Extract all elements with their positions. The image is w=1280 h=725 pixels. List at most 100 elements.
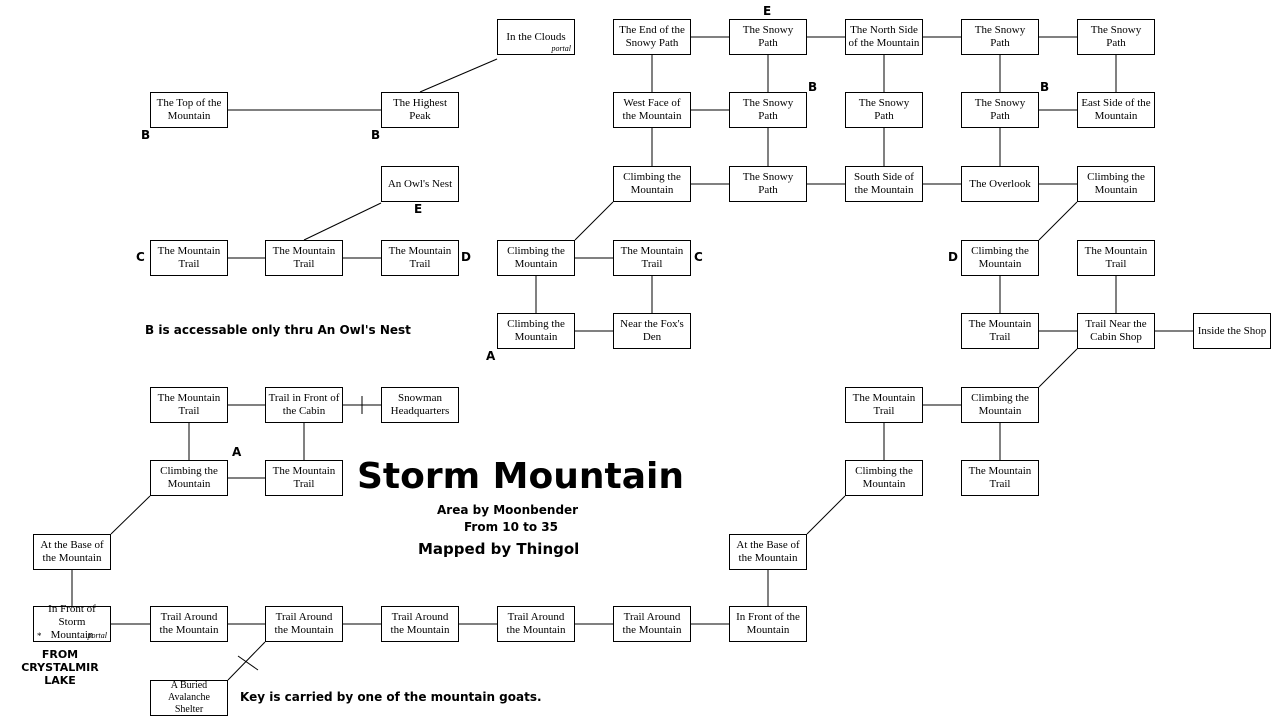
marker-a-cabin: A xyxy=(232,445,242,459)
map-title: Storm Mountain xyxy=(357,456,684,497)
room-climbing-4[interactable]: Climbing the Mountain xyxy=(497,313,575,349)
room-snowy-path-6[interactable]: The Snowy Path xyxy=(961,92,1039,128)
room-climbing-8[interactable]: Climbing the Mountain xyxy=(845,460,923,496)
room-label: Climbing the Mountain xyxy=(971,245,1029,270)
room-mountain-trail-e1[interactable]: The Mountain Trail xyxy=(1077,240,1155,276)
room-label: Climbing the Mountain xyxy=(623,171,681,196)
room-label: The Snowy Path xyxy=(974,24,1026,49)
room-trail-front-cabin[interactable]: Trail in Front of the Cabin xyxy=(265,387,343,423)
room-label: Trail Near the Cabin Shop xyxy=(1085,318,1147,343)
room-label: The Mountain Trail xyxy=(272,465,336,490)
room-label: Trail Around the Mountain xyxy=(506,611,566,636)
room-trail-around-1[interactable]: Trail Around the Mountain xyxy=(150,606,228,642)
room-mountain-trail-nw-3[interactable]: The Mountain Trail xyxy=(381,240,459,276)
room-label: The Snowy Path xyxy=(742,97,794,122)
room-snowy-path-4[interactable]: The Snowy Path xyxy=(729,92,807,128)
room-mountain-trail-e3[interactable]: The Mountain Trail xyxy=(845,387,923,423)
room-label: The Mountain Trail xyxy=(852,392,916,417)
room-climbing-6[interactable]: Climbing the Mountain xyxy=(150,460,228,496)
room-mountain-trail-e4[interactable]: The Mountain Trail xyxy=(961,460,1039,496)
room-trail-around-5[interactable]: Trail Around the Mountain xyxy=(613,606,691,642)
room-south-side[interactable]: South Side of the Mountain xyxy=(845,166,923,202)
marker-d-west: D xyxy=(461,250,471,264)
room-label: Near the Fox's Den xyxy=(620,318,684,343)
portal-tag: portal xyxy=(551,44,571,53)
room-base-east[interactable]: At the Base of the Mountain xyxy=(729,534,807,570)
room-label: Climbing the Mountain xyxy=(971,392,1029,417)
room-mountain-trail-w2[interactable]: The Mountain Trail xyxy=(265,460,343,496)
room-label: Inside the Shop xyxy=(1197,324,1267,337)
room-climbing-2[interactable]: Climbing the Mountain xyxy=(1077,166,1155,202)
room-front-of-mountain-east[interactable]: In Front of the Mountain xyxy=(729,606,807,642)
room-east-side[interactable]: East Side of the Mountain xyxy=(1077,92,1155,128)
room-climbing-7[interactable]: Climbing the Mountain xyxy=(961,387,1039,423)
room-label: The Top of the Mountain xyxy=(156,97,222,122)
room-label: Climbing the Mountain xyxy=(507,245,565,270)
room-west-face[interactable]: West Face of the Mountain xyxy=(613,92,691,128)
room-north-side[interactable]: The North Side of the Mountain xyxy=(845,19,923,55)
room-label: The Mountain Trail xyxy=(968,318,1032,343)
room-label: West Face of the Mountain xyxy=(622,97,682,122)
room-overlook[interactable]: The Overlook xyxy=(961,166,1039,202)
room-mountain-trail-c[interactable]: The Mountain Trail xyxy=(613,240,691,276)
area-credit: Area by Moonbender xyxy=(437,503,579,517)
marker-b-east: B xyxy=(1040,80,1050,94)
from-crystalmir-lake-label: FROM CRYSTALMIR LAKE xyxy=(21,648,99,687)
room-label: An Owl's Nest xyxy=(387,177,453,190)
room-label: The Snowy Path xyxy=(974,97,1026,122)
room-label: Climbing the Mountain xyxy=(160,465,218,490)
room-label: In the Clouds xyxy=(506,30,566,43)
room-owls-nest[interactable]: An Owl's Nest xyxy=(381,166,459,202)
room-snowy-path-3[interactable]: The Snowy Path xyxy=(1077,19,1155,55)
room-label: Climbing the Mountain xyxy=(855,465,913,490)
room-snowy-path-5[interactable]: The Snowy Path xyxy=(845,92,923,128)
room-climbing-1[interactable]: Climbing the Mountain xyxy=(613,166,691,202)
marker-c-west: C xyxy=(136,250,145,264)
room-snowman-hq[interactable]: Snowman Headquarters xyxy=(381,387,459,423)
room-top-of-mountain[interactable]: The Top of the Mountain xyxy=(150,92,228,128)
room-climbing-3[interactable]: Climbing the Mountain xyxy=(497,240,575,276)
room-label: The Snowy Path xyxy=(742,24,794,49)
marker-c-mid: C xyxy=(694,250,703,264)
room-label: At the Base of the Mountain xyxy=(736,539,800,564)
room-highest-peak[interactable]: The Highest Peak xyxy=(381,92,459,128)
mapper-credit: Mapped by Thingol xyxy=(418,540,580,558)
room-label: Snowman Headquarters xyxy=(390,392,450,417)
room-buried-avalanche-shelter[interactable]: A Buried Avalanche Shelter xyxy=(150,680,228,716)
room-label: The Mountain Trail xyxy=(272,245,336,270)
room-label: Trail in Front of the Cabin xyxy=(268,392,340,417)
room-label: Trail Around the Mountain xyxy=(274,611,334,636)
room-snowy-path-2[interactable]: The Snowy Path xyxy=(961,19,1039,55)
room-climbing-5[interactable]: Climbing the Mountain xyxy=(961,240,1039,276)
room-label: The Highest Peak xyxy=(392,97,448,122)
room-trail-around-2[interactable]: Trail Around the Mountain xyxy=(265,606,343,642)
room-mountain-trail-nw-2[interactable]: The Mountain Trail xyxy=(265,240,343,276)
room-snowy-path-7[interactable]: The Snowy Path xyxy=(729,166,807,202)
room-end-of-snowy-path[interactable]: The End of the Snowy Path xyxy=(613,19,691,55)
room-label: The Mountain Trail xyxy=(1084,245,1148,270)
room-mountain-trail-nw-1[interactable]: The Mountain Trail xyxy=(150,240,228,276)
room-snowy-path-1[interactable]: The Snowy Path xyxy=(729,19,807,55)
room-trail-around-4[interactable]: Trail Around the Mountain xyxy=(497,606,575,642)
room-mountain-trail-w1[interactable]: The Mountain Trail xyxy=(150,387,228,423)
room-label: The Snowy Path xyxy=(1090,24,1142,49)
room-mountain-trail-e2[interactable]: The Mountain Trail xyxy=(961,313,1039,349)
room-label: At the Base of the Mountain xyxy=(40,539,104,564)
marker-b-peak: B xyxy=(371,128,381,142)
room-label: The Mountain Trail xyxy=(968,465,1032,490)
room-label: The Mountain Trail xyxy=(157,392,221,417)
room-inside-shop[interactable]: Inside the Shop xyxy=(1193,313,1271,349)
room-in-the-clouds[interactable]: In the Clouds portal xyxy=(497,19,575,55)
room-base-west[interactable]: At the Base of the Mountain xyxy=(33,534,111,570)
room-label: The Mountain Trail xyxy=(620,245,684,270)
room-front-storm-mountain[interactable]: In Front of Storm Mountain * portal xyxy=(33,603,111,642)
room-near-foxs-den[interactable]: Near the Fox's Den xyxy=(613,313,691,349)
room-trail-near-cabin-shop[interactable]: Trail Near the Cabin Shop xyxy=(1077,313,1155,349)
room-label: Trail Around the Mountain xyxy=(390,611,450,636)
room-label: Trail Around the Mountain xyxy=(622,611,682,636)
room-label: The Snowy Path xyxy=(858,97,910,122)
room-label: The End of the Snowy Path xyxy=(619,24,685,49)
marker-a-fox: A xyxy=(486,349,496,363)
room-trail-around-3[interactable]: Trail Around the Mountain xyxy=(381,606,459,642)
